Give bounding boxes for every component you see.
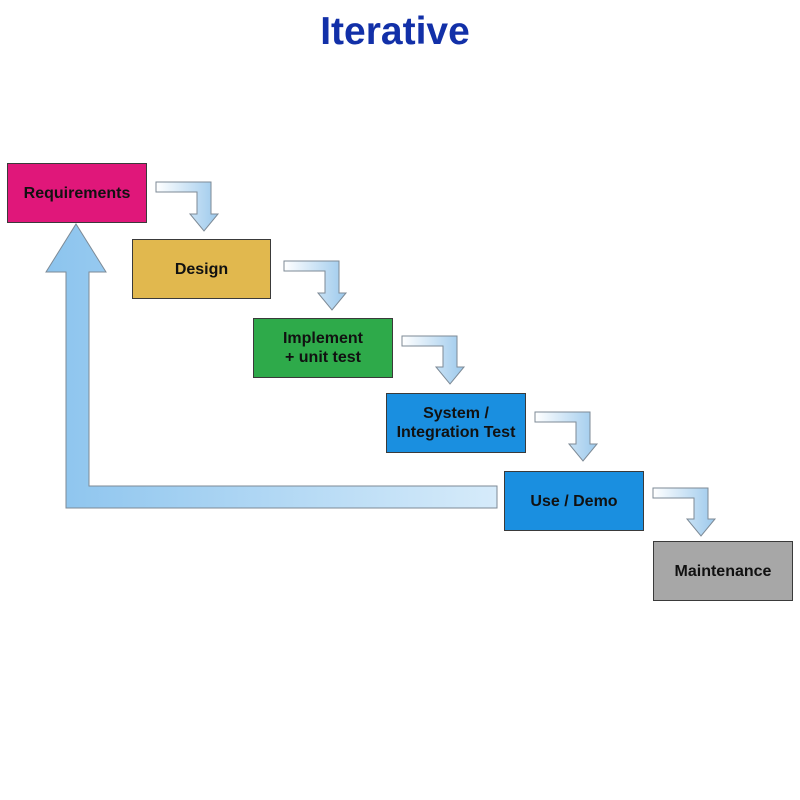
stage-maintenance: Maintenance [653, 541, 793, 601]
stage-design-label: Design [174, 260, 229, 278]
stage-implement: Implement + unit test [253, 318, 393, 378]
stage-maintenance-label: Maintenance [674, 562, 772, 580]
elbow-arrow-use-to-maintenance [652, 487, 717, 537]
elbow-arrow-requirements-to-design [155, 181, 220, 232]
page-title: Iterative [320, 10, 470, 53]
stage-use-label: Use / Demo [530, 492, 618, 510]
stage-use-demo: Use / Demo [504, 471, 644, 531]
elbow-arrow-implement-to-system [401, 335, 466, 385]
feedback-arrow-shape [45, 223, 498, 509]
stage-requirements-label: Requirements [23, 184, 131, 202]
feedback-arrow [45, 223, 498, 509]
stage-system-label: System / Integration Test [396, 405, 516, 441]
stage-implement-label: Implement + unit test [282, 330, 363, 366]
stage-design: Design [132, 239, 271, 299]
stage-requirements: Requirements [7, 163, 147, 223]
elbow-arrow-system-to-use [534, 411, 599, 462]
stage-system-integration-test: System / Integration Test [386, 393, 526, 453]
elbow-arrow-design-to-implement [283, 260, 348, 311]
